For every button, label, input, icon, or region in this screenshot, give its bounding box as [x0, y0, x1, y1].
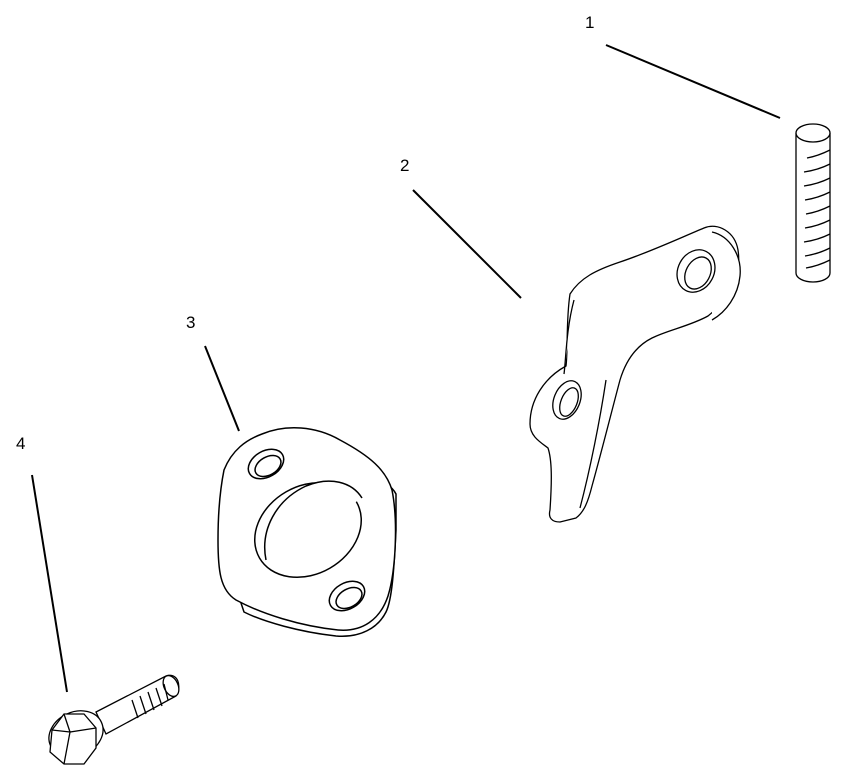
part-2-bracket [529, 225, 741, 523]
part-3-gasket [217, 427, 397, 637]
part-4-bolt [48, 674, 180, 765]
callout-2-leader [412, 189, 522, 299]
callout-3-label: 3 [186, 313, 195, 332]
callout-2-label: 2 [400, 156, 409, 175]
callout-1-leader [605, 44, 781, 119]
callout-4-label: 4 [16, 434, 25, 453]
callout-4-leader [31, 474, 68, 693]
callout-1-label: 1 [585, 13, 594, 32]
callout-3-leader [204, 345, 240, 432]
part-1-pin [795, 123, 831, 283]
